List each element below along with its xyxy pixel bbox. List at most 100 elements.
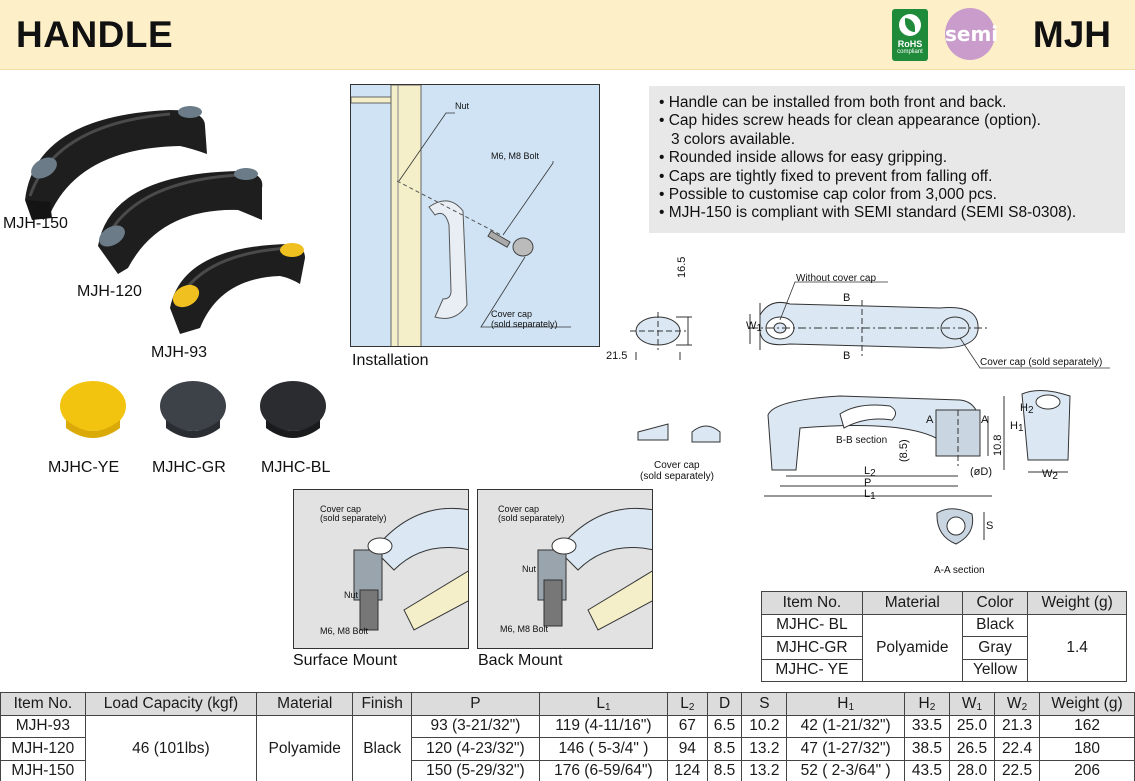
caps-photos — [60, 381, 326, 438]
cell-h2: 43.5 — [903, 759, 950, 781]
cell-weight: 162 — [1039, 714, 1135, 738]
handle-mjh-93-image — [170, 243, 305, 334]
installation-caption: Installation — [352, 352, 429, 369]
cell-material: Polyamide — [861, 613, 963, 682]
feature-item: 3 colors available. — [671, 130, 796, 148]
cell-p: 150 (5-29/32") — [410, 759, 540, 781]
surface-cover-cap-label: Cover cap — [320, 504, 362, 514]
cell-l1: 146 ( 5-3/4" ) — [538, 737, 668, 761]
handle-top-view — [749, 281, 1110, 369]
installation-diagram: Nut M6, M8 Bolt Cover cap (sold separate… — [350, 84, 600, 347]
cap-side-views — [637, 423, 721, 443]
section-b-top: B — [843, 292, 851, 304]
cell-color: Yellow — [961, 658, 1029, 682]
surface-cover-cap-note: (sold separately) — [320, 513, 387, 523]
cell-item: MJHC-GR — [761, 636, 863, 660]
rohs-badge: RoHS compliant — [892, 9, 928, 61]
feature-item: • Possible to customise cap color from 3… — [659, 186, 997, 204]
surface-bolt-label: M6, M8 Bolt — [320, 626, 369, 636]
cell-item: MJH-120 — [0, 737, 86, 761]
product-code: MJH — [1032, 14, 1111, 55]
cell-w2: 22.5 — [993, 759, 1041, 781]
cell-load: 46 (101lbs) — [84, 714, 258, 781]
cell-item: MJHC- BL — [761, 613, 863, 637]
col-w1: W1 — [948, 692, 996, 716]
back-cover-cap-label: Cover cap — [498, 504, 540, 514]
cell-d: 6.5 — [706, 714, 743, 738]
col-finish: Finish — [352, 692, 412, 716]
table-header-row: Item No. Material Color Weight (g) — [761, 591, 1127, 615]
col-weight: Weight (g) — [1027, 591, 1127, 615]
surface-nut-label: Nut — [344, 590, 359, 600]
handle-mjh-120-image — [98, 168, 263, 274]
back-mount-diagram: Cover cap (sold separately) Nut M6, M8 B… — [477, 489, 653, 649]
dim-h1: H1 — [1010, 420, 1024, 434]
cell-weight: 1.4 — [1027, 613, 1127, 682]
cap-gray-image — [160, 381, 226, 438]
table-row: MJHC- BL Polyamide Black 1.4 — [761, 613, 1127, 682]
cell-material: Polyamide — [256, 714, 354, 781]
dim-w1: W1 — [746, 320, 762, 334]
dim-l2: L2 — [864, 465, 876, 479]
cell-w1: 26.5 — [948, 737, 996, 761]
cell-l1: 176 (6-59/64") — [538, 759, 668, 781]
feature-item: • Rounded inside allows for easy grippin… — [659, 149, 948, 167]
dim-s: S — [986, 520, 994, 532]
section-a-right: A — [981, 414, 989, 426]
cell-h1: 42 (1-21/32") — [786, 714, 905, 738]
cap-black-image — [260, 381, 326, 438]
bb-section-label: B-B section — [836, 435, 888, 446]
section-b-bottom: B — [843, 350, 851, 362]
col-item-no: Item No. — [0, 692, 86, 716]
col-s: S — [741, 692, 788, 716]
header-band: HANDLE RoHS compliant semi MJH — [0, 0, 1135, 70]
cell-item: MJH-150 — [0, 759, 86, 781]
table-header-row: Item No. Load Capacity (kgf) Material Fi… — [0, 692, 1135, 716]
dim-w2: W2 — [1042, 468, 1058, 482]
col-l1: L1 — [538, 692, 668, 716]
semi-badge: semi — [945, 8, 998, 60]
col-w2: W2 — [993, 692, 1041, 716]
table-row: MJH-93 46 (101lbs) Polyamide Black 93 (3… — [0, 714, 1135, 781]
col-p: P — [410, 692, 540, 716]
back-cover-cap-note: (sold separately) — [498, 513, 565, 523]
dim-8-5: (8.5) — [898, 439, 910, 462]
label-mjhc-gr: MJHC-GR — [152, 459, 226, 476]
cell-l2: 94 — [666, 737, 708, 761]
feature-item: • MJH-150 is compliant with SEMI standar… — [659, 204, 1077, 222]
surface-mount-drawing — [353, 507, 468, 631]
feature-item: • Cap hides screw heads for clean appear… — [659, 112, 1041, 130]
cover-cap-small-note: (sold separately) — [640, 471, 714, 482]
handle-photos — [25, 106, 305, 334]
col-load: Load Capacity (kgf) — [84, 692, 258, 716]
dim-l1: L1 — [864, 488, 876, 502]
section-a-left: A — [926, 414, 934, 426]
label-mjh-120: MJH-120 — [77, 283, 142, 300]
dim-h2: H2 — [1020, 402, 1034, 416]
cell-w2: 22.4 — [993, 737, 1041, 761]
cell-color: Black — [961, 613, 1029, 637]
dim-10-8: 10.8 — [992, 434, 1004, 456]
cell-h2: 38.5 — [903, 737, 950, 761]
cell-l1: 119 (4-11/16") — [538, 714, 668, 738]
cell-weight: 180 — [1039, 737, 1135, 761]
cell-p: 120 (4-23/32") — [410, 737, 540, 761]
cover-cap-right-label: Cover cap (sold separately) — [980, 357, 1103, 368]
rohs-sublabel: compliant — [897, 49, 923, 55]
cell-color: Gray — [961, 636, 1029, 660]
cell-h2: 33.5 — [903, 714, 950, 738]
cap-yellow-image — [60, 381, 126, 438]
leaf-icon — [899, 14, 921, 36]
install-cover-cap-note: (sold separately) — [491, 319, 558, 329]
dim-od: (øD) — [970, 466, 992, 478]
table-row: MJH-150 150 (5-29/32") 176 (6-59/64") 12… — [0, 759, 1135, 781]
handle-spec-table: Item No. Load Capacity (kgf) Material Fi… — [0, 692, 1135, 781]
rohs-label: RoHS — [897, 39, 923, 49]
col-color: Color — [961, 591, 1029, 615]
table-row: MJH-120 120 (4-23/32") 146 ( 5-3/4" ) 94… — [0, 737, 1135, 761]
back-nut-label: Nut — [522, 564, 537, 574]
label-mjhc-bl: MJHC-BL — [261, 459, 331, 476]
back-bolt-label: M6, M8 Bolt — [500, 624, 549, 634]
surface-mount-diagram: Cover cap (sold separately) Nut M6, M8 B… — [293, 489, 469, 649]
dim-16-5: 16.5 — [676, 256, 688, 278]
